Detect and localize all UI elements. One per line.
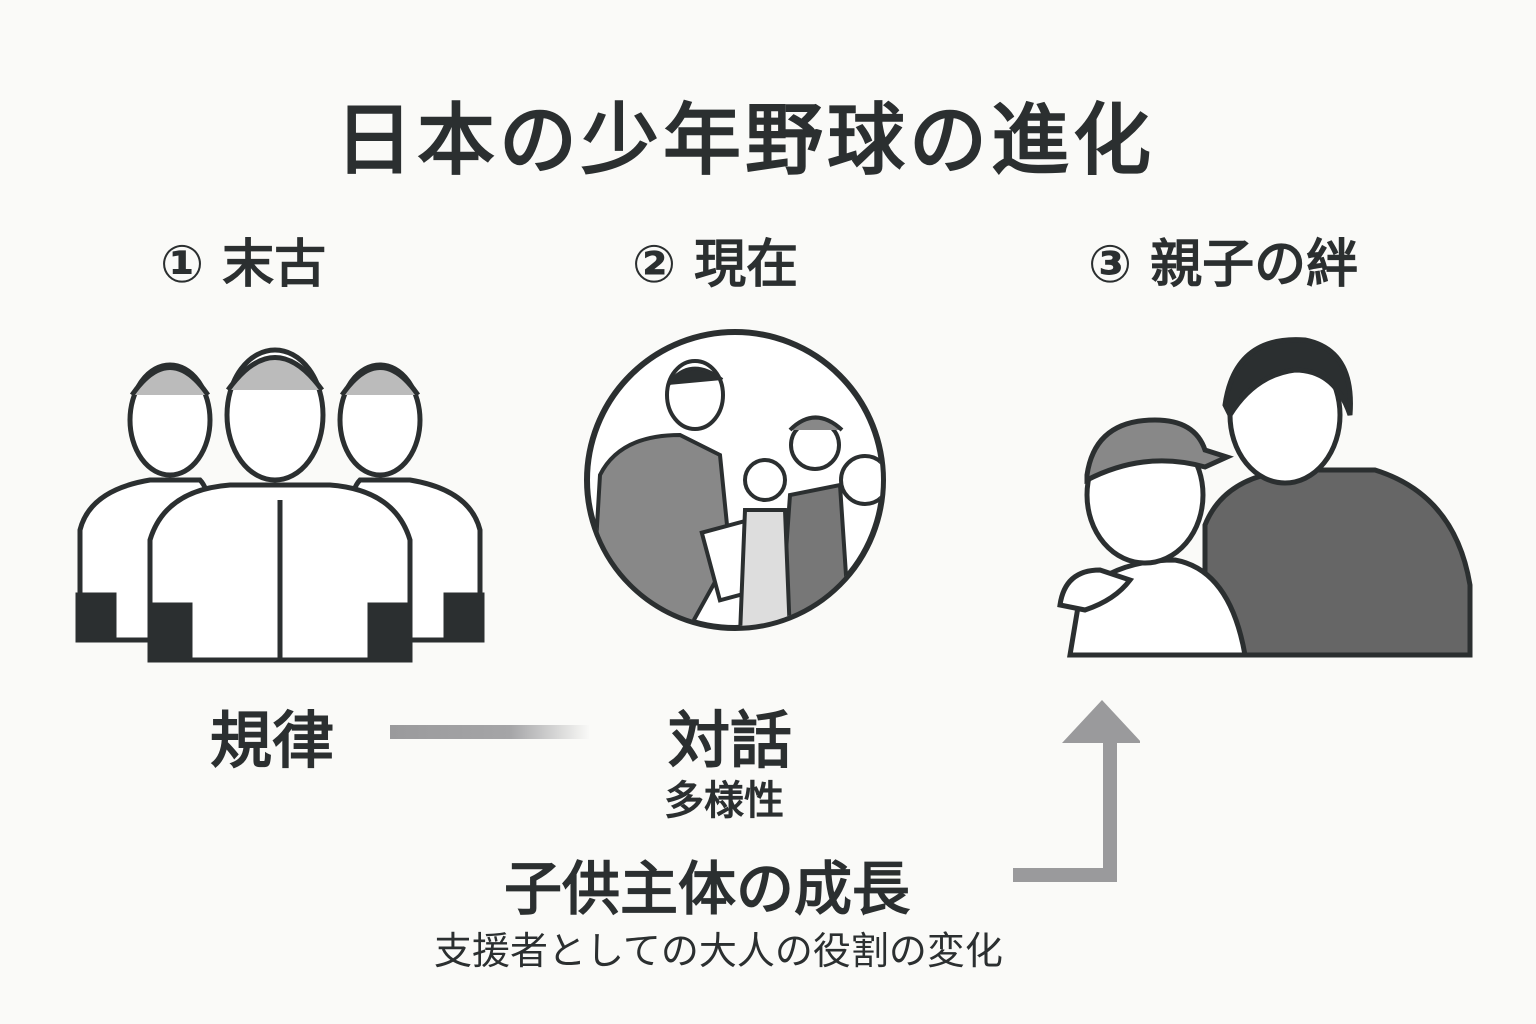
keyword-dialogue: 対話 xyxy=(668,704,793,777)
subtitle-adult-role: 支援者としての大人の役割の変化 xyxy=(434,929,1003,973)
arrow-up-icon xyxy=(1013,700,1140,882)
stage-2-heading: ② 現在 xyxy=(632,235,799,295)
connector-line xyxy=(390,725,590,739)
page-title: 日本の少年野球の進化 xyxy=(334,96,1155,186)
stage-1-heading: ① 末古 xyxy=(160,235,327,295)
keyword-discipline: 規律 xyxy=(210,704,335,777)
coach-dialogue-illustration xyxy=(584,329,886,631)
stage-3-heading: ③ 親子の絆 xyxy=(1088,235,1359,295)
parent-child-illustration xyxy=(1057,337,1473,658)
headline-child-centered-growth: 子供主体の成長 xyxy=(504,855,911,923)
players-illustration xyxy=(75,347,485,663)
keyword-diversity: 多様性 xyxy=(664,778,784,824)
